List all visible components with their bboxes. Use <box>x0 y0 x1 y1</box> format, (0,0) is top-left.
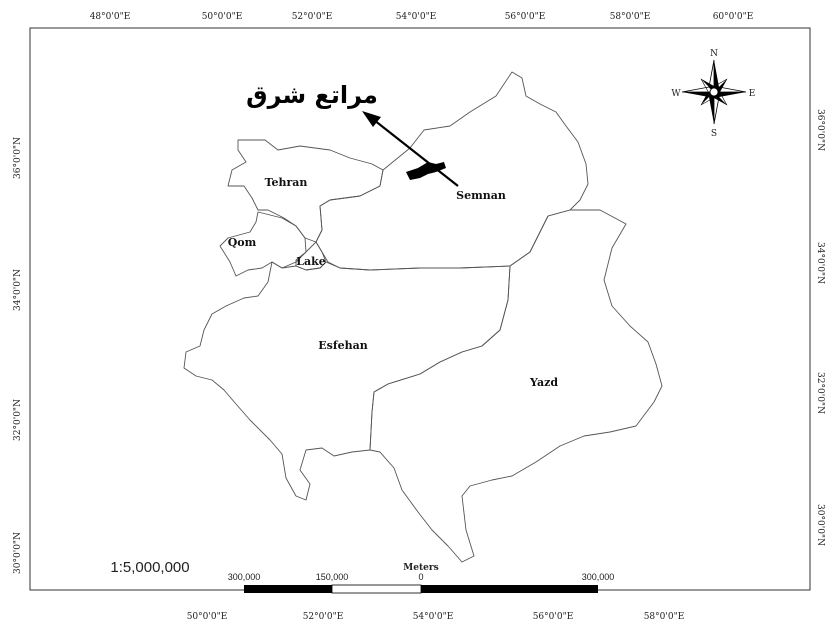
province-label-qom: Qom <box>228 236 257 249</box>
province-label-esfehan: Esfehan <box>318 339 367 352</box>
left-tick-label: 32°0'0"N <box>13 399 23 441</box>
province-label-semnan: Semnan <box>456 189 506 202</box>
scale-bar-label: 300,000 <box>228 572 261 582</box>
top-tick-label: 54°0'0"E <box>396 12 437 22</box>
province-label-lake: Lake <box>296 255 325 268</box>
compass-n-label: N <box>710 49 718 59</box>
bottom-tick-label: 56°0'0"E <box>533 612 574 622</box>
tehran-boundary <box>227 139 384 243</box>
top-graticule-labels: 48°0'0"E 50°0'0"E 52°0'0"E 54°0'0"E 56°0… <box>90 12 754 22</box>
scale-bar-label: 0 <box>418 572 423 582</box>
right-graticule-labels: 36°0'0"N 34°0'0"N 32°0'0"N 30°0'0"N <box>815 109 825 546</box>
left-tick-label: 30°0'0"N <box>13 532 23 574</box>
top-tick-label: 60°0'0"E <box>713 12 754 22</box>
rangeland-patch-icon <box>406 162 446 180</box>
right-tick-label: 32°0'0"N <box>815 372 825 414</box>
bottom-graticule-labels: 50°0'0"E 52°0'0"E 54°0'0"E 56°0'0"E 58°0… <box>187 612 685 622</box>
province-label-yazd: Yazd <box>529 376 558 389</box>
top-tick-label: 48°0'0"E <box>90 12 131 22</box>
province-boundaries <box>183 71 663 563</box>
compass-s-label: S <box>711 129 717 139</box>
esfehan-boundary <box>183 261 511 501</box>
province-label-tehran: Tehran <box>265 176 308 189</box>
bottom-tick-label: 50°0'0"E <box>187 612 228 622</box>
map-frame <box>29 27 811 591</box>
scale-bar-unit: Meters <box>403 563 438 573</box>
top-tick-label: 56°0'0"E <box>505 12 546 22</box>
top-tick-label: 50°0'0"E <box>202 12 243 22</box>
top-tick-label: 52°0'0"E <box>292 12 333 22</box>
bottom-tick-label: 54°0'0"E <box>413 612 454 622</box>
left-tick-label: 36°0'0"N <box>13 137 23 179</box>
north-arrow: N S E W <box>671 49 755 139</box>
scale-bar-label: 300,000 <box>582 572 615 582</box>
scale-ratio: 1:5,000,000 <box>110 559 189 576</box>
rangeland-annotation-label: مراتع شرق <box>246 81 378 109</box>
left-graticule-labels: 36°0'0"N 34°0'0"N 32°0'0"N 30°0'0"N <box>13 137 23 574</box>
right-tick-label: 30°0'0"N <box>815 504 825 546</box>
bottom-tick-label: 52°0'0"E <box>303 612 344 622</box>
right-tick-label: 36°0'0"N <box>815 109 825 151</box>
annotation-arrow <box>362 111 459 187</box>
compass-e-label: E <box>749 89 756 99</box>
right-tick-label: 34°0'0"N <box>815 242 825 284</box>
qom-boundary <box>219 211 307 277</box>
bottom-tick-label: 58°0'0"E <box>644 612 685 622</box>
top-tick-label: 58°0'0"E <box>610 12 651 22</box>
compass-w-label: W <box>671 89 681 99</box>
left-tick-label: 34°0'0"N <box>13 269 23 311</box>
scale-bar: Meters 300,000 150,000 0 300,000 <box>228 563 615 594</box>
yazd-boundary <box>369 209 663 563</box>
scale-bar-label: 150,000 <box>316 572 349 582</box>
